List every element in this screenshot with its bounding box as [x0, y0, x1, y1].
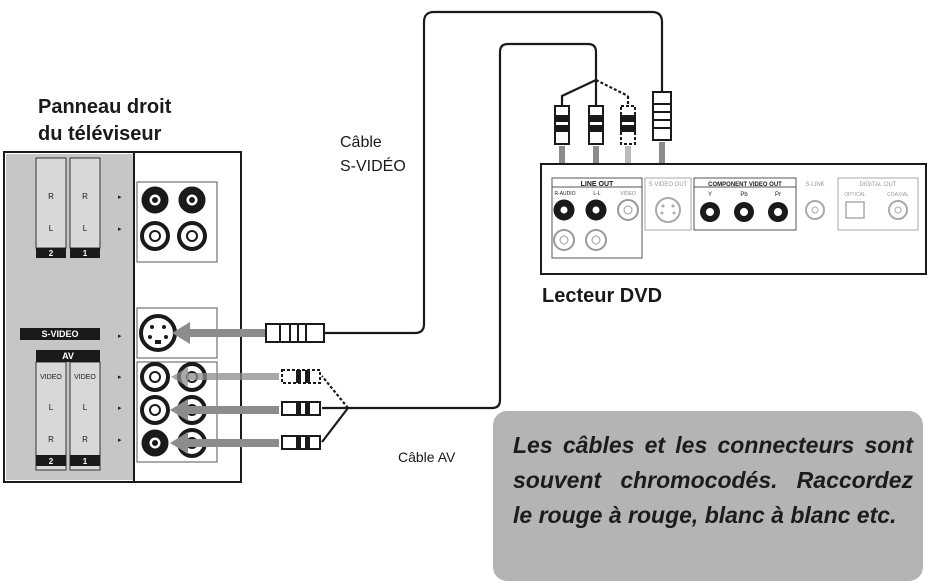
tv-top-r2: R	[48, 192, 54, 201]
dvd-digital-label: DIGITAL OUT	[859, 182, 896, 188]
dvd-player-title: Lecteur DVD	[542, 285, 663, 307]
dvd-video-label: VIDEO	[620, 191, 636, 197]
note-box	[493, 411, 923, 581]
tv-av-tag-2: 2	[49, 457, 54, 466]
tv-arrows	[170, 322, 279, 454]
svg-text:▸: ▸	[118, 226, 122, 233]
svideo-cable-label: Câble S-VIDÉO	[340, 131, 406, 179]
tv-av-jacks	[140, 362, 207, 458]
dvd-coaxial-label: COAXIAL	[887, 192, 909, 198]
dvd-component-label: COMPONENT VIDEO OUT	[708, 182, 782, 188]
cables	[321, 10, 664, 443]
tv-top-r1: R	[82, 192, 88, 201]
svg-text:▸: ▸	[118, 405, 122, 412]
dvd-slink-label: S-LINK	[805, 182, 824, 188]
svideo-cable-line-2: S-VIDÉO	[340, 158, 406, 175]
tv-panel-title: Panneau droit du téléviseur	[38, 94, 171, 148]
tv-top-l1: L	[83, 224, 88, 233]
dvd-pr-label: Pr	[775, 192, 781, 198]
tv-title-line-1: Panneau droit	[38, 96, 172, 118]
tv-svideo-label: S-VIDEO	[41, 329, 78, 339]
tv-av-l-1: L	[83, 403, 88, 412]
tv-panel: R R L L 2 1 ▸ ▸ S-VIDEO ▸ AV VIDEO VIDE	[3, 151, 242, 483]
tv-top-tag-2: 2	[49, 249, 54, 258]
tv-svideo-jack	[139, 314, 177, 352]
tv-av-video-1: VIDEO	[74, 374, 96, 381]
tv-av-video-2: VIDEO	[40, 374, 62, 381]
tv-av-l-2: L	[49, 403, 54, 412]
dvd-raudio-label: R-AUDIO	[554, 191, 575, 197]
dvd-panel: LINE OUT R-AUDIO L-L VIDEO S VIDEO OUT C…	[540, 163, 927, 275]
tv-av-r-1: R	[82, 435, 88, 444]
dvd-line-out-label: LINE OUT	[581, 181, 614, 188]
tv-av-r-2: R	[48, 435, 54, 444]
svideo-cable-line-1: Câble	[340, 134, 382, 151]
tv-top-l2: L	[49, 224, 54, 233]
note-text: Les câbles et les connecteurs sont souve…	[513, 432, 913, 528]
tv-svideo-plug	[265, 323, 325, 343]
dvd-laudio-label: L-L	[593, 191, 600, 197]
svg-text:▸: ▸	[118, 194, 122, 201]
tv-av-tag-1: 1	[83, 457, 88, 466]
svg-text:▸: ▸	[118, 333, 122, 340]
svg-text:▸: ▸	[118, 437, 122, 444]
tv-av-label: AV	[62, 351, 74, 361]
av-cable-label: Câble AV	[398, 449, 456, 465]
dvd-pb-label: Pb	[740, 192, 748, 198]
dvd-plugs	[554, 91, 672, 145]
tv-title-line-2: du téléviseur	[38, 123, 162, 145]
tv-av-plugs	[281, 369, 321, 450]
dvd-y-label: Y	[708, 192, 712, 198]
tv-top-jacks	[136, 181, 218, 263]
svg-text:▸: ▸	[118, 374, 122, 381]
dvd-svideo-out-label: S VIDEO OUT	[649, 182, 688, 188]
dvd-optical-label: OPTICAL	[844, 192, 866, 198]
tv-top-tag-1: 1	[83, 249, 88, 258]
